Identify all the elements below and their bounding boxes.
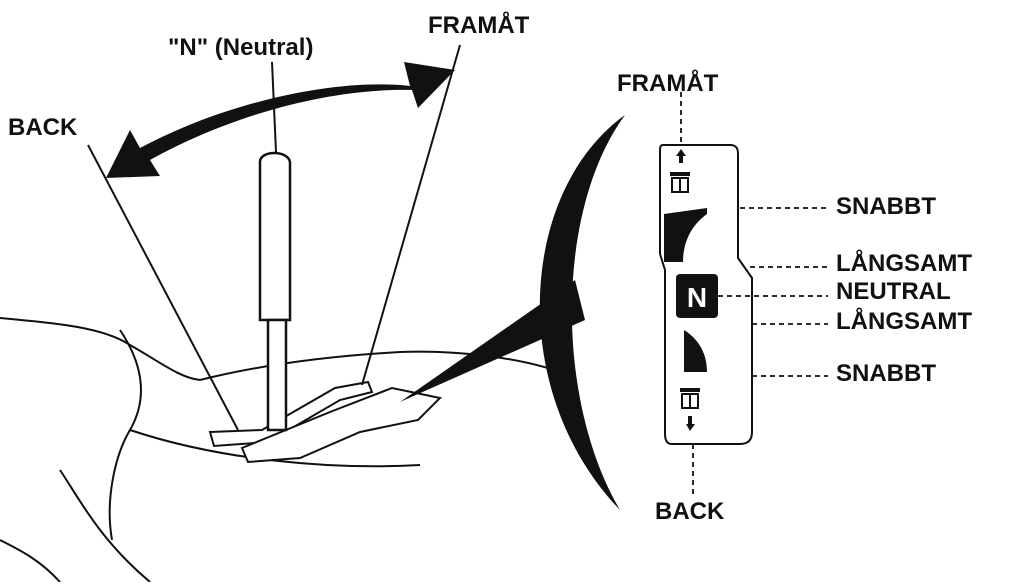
- turtle-icon: [670, 172, 690, 193]
- slot-plate-lower: [240, 386, 443, 464]
- body-corner: [0, 539, 61, 583]
- label-neutral-left: "N" (Neutral): [168, 34, 314, 61]
- callout-wedge: [400, 280, 585, 402]
- leader-forward: [361, 44, 461, 386]
- label-back-right: BACK: [655, 498, 725, 525]
- gear-slot: [208, 380, 443, 464]
- lever-shaft: [266, 318, 288, 432]
- label-forward-left: FRAMÅT: [428, 12, 530, 39]
- label-back-left: BACK: [8, 114, 78, 141]
- label-slow-bottom: LÅNGSAMT: [836, 308, 972, 335]
- label-fast-bottom: SNABBT: [836, 360, 936, 387]
- double-arrow-icon: [106, 62, 455, 178]
- neutral-badge: [676, 274, 718, 318]
- label-neutral-right: NEUTRAL: [836, 278, 951, 305]
- label-slow-top: LÅNGSAMT: [836, 250, 972, 277]
- leader-lines-right: [680, 92, 828, 494]
- indicator-plate: [659, 144, 753, 445]
- label-forward-right: FRAMÅT: [617, 70, 719, 97]
- lever-grip: [258, 151, 292, 322]
- shift-lever-icon: [258, 151, 292, 432]
- neutral-badge-letter: N: [687, 282, 707, 313]
- wedge-forward-curve: [683, 214, 707, 262]
- machine-body: [0, 317, 561, 583]
- wedge-reverse-curve: [684, 330, 707, 372]
- arrow-up-icon: [676, 149, 686, 163]
- body-top-edge: [0, 317, 201, 381]
- body-lower-edge: [59, 469, 151, 583]
- label-fast-top: SNABBT: [836, 193, 936, 220]
- turtle-icon: [680, 388, 700, 409]
- magnifier-arc: [539, 115, 625, 510]
- body-side-edge: [108, 329, 142, 541]
- console-top-edge: [199, 350, 561, 381]
- leader-back: [87, 144, 239, 431]
- arrow-down-icon: [686, 416, 695, 431]
